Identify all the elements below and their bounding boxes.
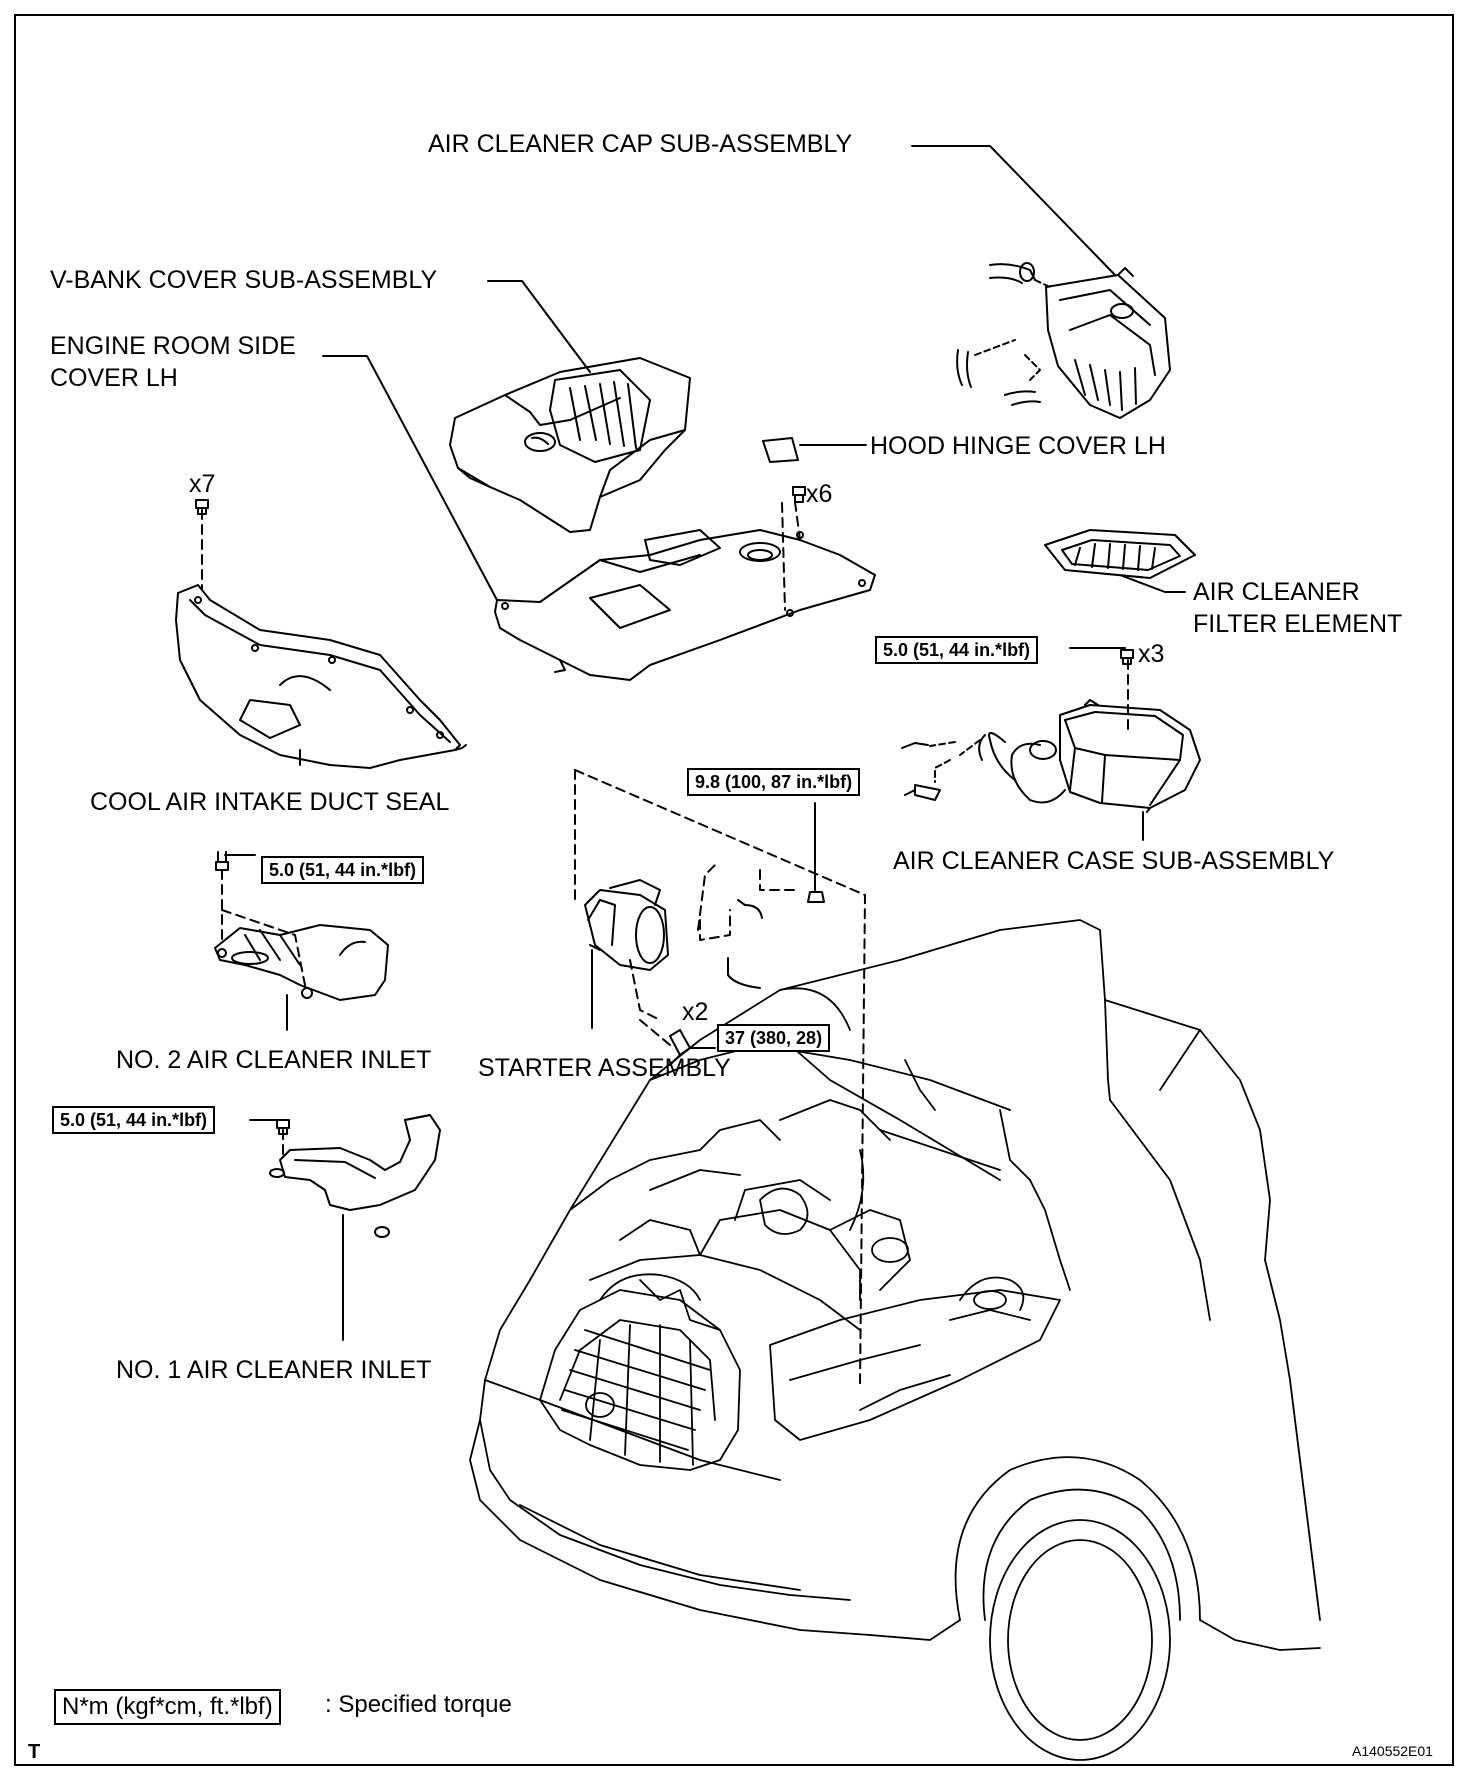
quantity-x7: x7 — [189, 470, 216, 498]
fasteners — [195, 486, 1134, 1135]
no2-inlet-label: NO. 2 AIR CLEANER INLET — [116, 1046, 432, 1074]
air-cleaner-case-part — [901, 699, 1201, 813]
bolt-icon — [792, 486, 806, 503]
figure-id: A140552E01 — [1352, 1743, 1433, 1759]
leader-lines — [224, 145, 1186, 1341]
air-cleaner-cap-label: AIR CLEANER CAP SUB-ASSEMBLY — [428, 130, 853, 158]
air-cleaner-filter-label: AIR CLEANER FILTER ELEMENT — [1193, 578, 1403, 638]
v-bank-cover-part — [449, 357, 691, 533]
engine-room-side-cover-part — [494, 529, 876, 681]
quantity-x6: x6 — [806, 480, 833, 508]
bolt-icon — [669, 1029, 691, 1066]
torque-unit-legend: N*m (kgf*cm, ft.*lbf) — [54, 1689, 281, 1725]
cool-air-duct-seal-part — [175, 584, 467, 769]
bolt-icon — [215, 851, 229, 871]
torque-starter-nut: 9.8 (100, 87 in.*lbf) — [687, 768, 861, 796]
hood-hinge-cover-label: HOOD HINGE COVER LH — [870, 432, 1166, 460]
torque-case-bolts: 5.0 (51, 44 in.*lbf) — [875, 636, 1039, 664]
starter-label: STARTER ASSEMBLY — [478, 1054, 731, 1082]
quantity-x2: x2 — [682, 998, 709, 1026]
air-cleaner-cap-part — [956, 262, 1171, 419]
diagram-frame — [14, 14, 1454, 1766]
torque-no1-inlet-bolt: 5.0 (51, 44 in.*lbf) — [52, 1106, 216, 1134]
vehicle-front-drawing — [469, 919, 1321, 1761]
corner-mark: T — [28, 1741, 41, 1763]
no1-inlet-label: NO. 1 AIR CLEANER INLET — [116, 1356, 432, 1384]
legend-description: : Specified torque — [325, 1691, 512, 1718]
no1-inlet-part — [269, 1114, 441, 1238]
bolt-icon — [1120, 649, 1134, 665]
engine-room-side-cover-label: ENGINE ROOM SIDE COVER LH — [50, 332, 296, 392]
bolt-icon — [195, 499, 209, 515]
v-bank-cover-label: V-BANK COVER SUB-ASSEMBLY — [50, 266, 438, 294]
starter-part — [584, 879, 763, 989]
nut-icon — [807, 891, 825, 903]
torque-no2-inlet-bolt: 5.0 (51, 44 in.*lbf) — [261, 856, 425, 884]
torque-starter-bolts: 37 (380, 28) — [717, 1024, 831, 1052]
hood-hinge-cover-part — [762, 437, 799, 463]
cool-air-duct-seal-label: COOL AIR INTAKE DUCT SEAL — [90, 788, 450, 816]
dashed-assembly-lines — [201, 501, 1129, 1386]
bolt-icon — [276, 1119, 290, 1135]
air-cleaner-filter-part — [1044, 529, 1196, 579]
air-cleaner-case-label: AIR CLEANER CASE SUB-ASSEMBLY — [893, 847, 1335, 875]
quantity-x3: x3 — [1138, 640, 1165, 668]
